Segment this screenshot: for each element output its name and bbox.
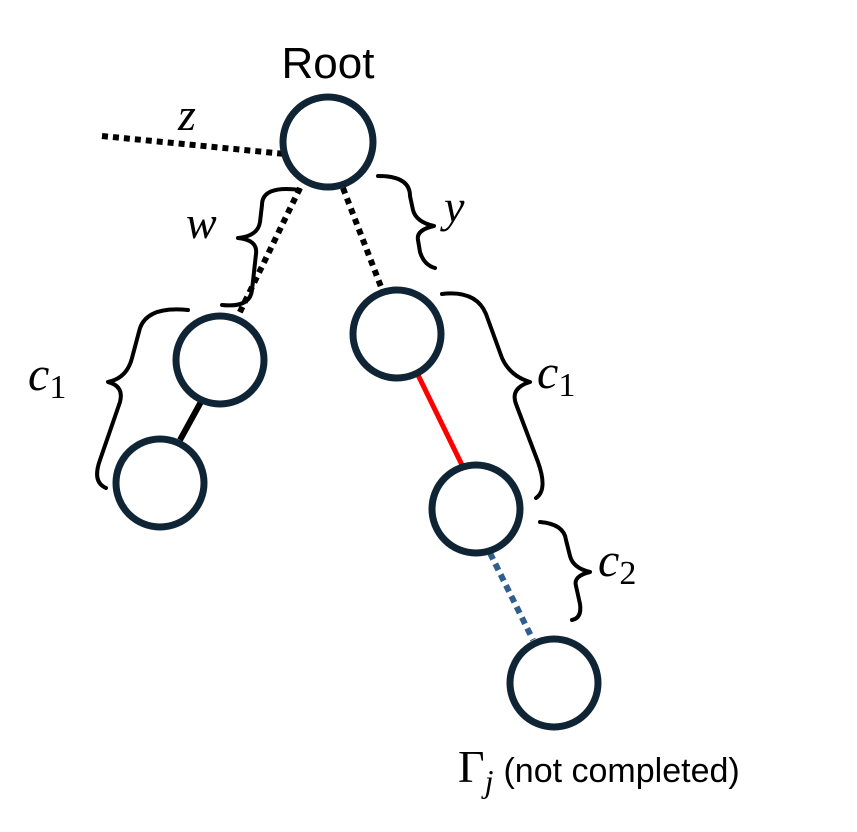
brace-c1-left (95, 307, 190, 490)
edge-left-child (177, 398, 205, 442)
gamma-label: Γj(not completed) (458, 741, 740, 799)
edge-z-incoming (101, 133, 286, 157)
left-node (172, 312, 268, 408)
edge-right-child-red (415, 373, 465, 467)
right-node (349, 286, 445, 382)
edge-root-left (235, 186, 303, 318)
brace-c1-right (440, 291, 545, 500)
z-label: z (177, 89, 196, 140)
c1-left-label: c1 (28, 348, 66, 406)
root-node (279, 93, 377, 191)
edge-root-right (340, 186, 386, 294)
right-child-node (428, 461, 524, 557)
c1-right-label: c1 (537, 346, 575, 404)
root-label: Root (282, 39, 375, 88)
gamma-node (506, 635, 602, 731)
w-label: w (186, 197, 217, 248)
brace-w (220, 187, 302, 308)
y-label: y (440, 181, 465, 232)
brace-c2 (538, 520, 592, 622)
c2-label: c2 (598, 534, 636, 592)
left-child-node (112, 435, 208, 531)
brace-y (376, 174, 437, 270)
edge-right-grandchild-blue (487, 551, 536, 642)
